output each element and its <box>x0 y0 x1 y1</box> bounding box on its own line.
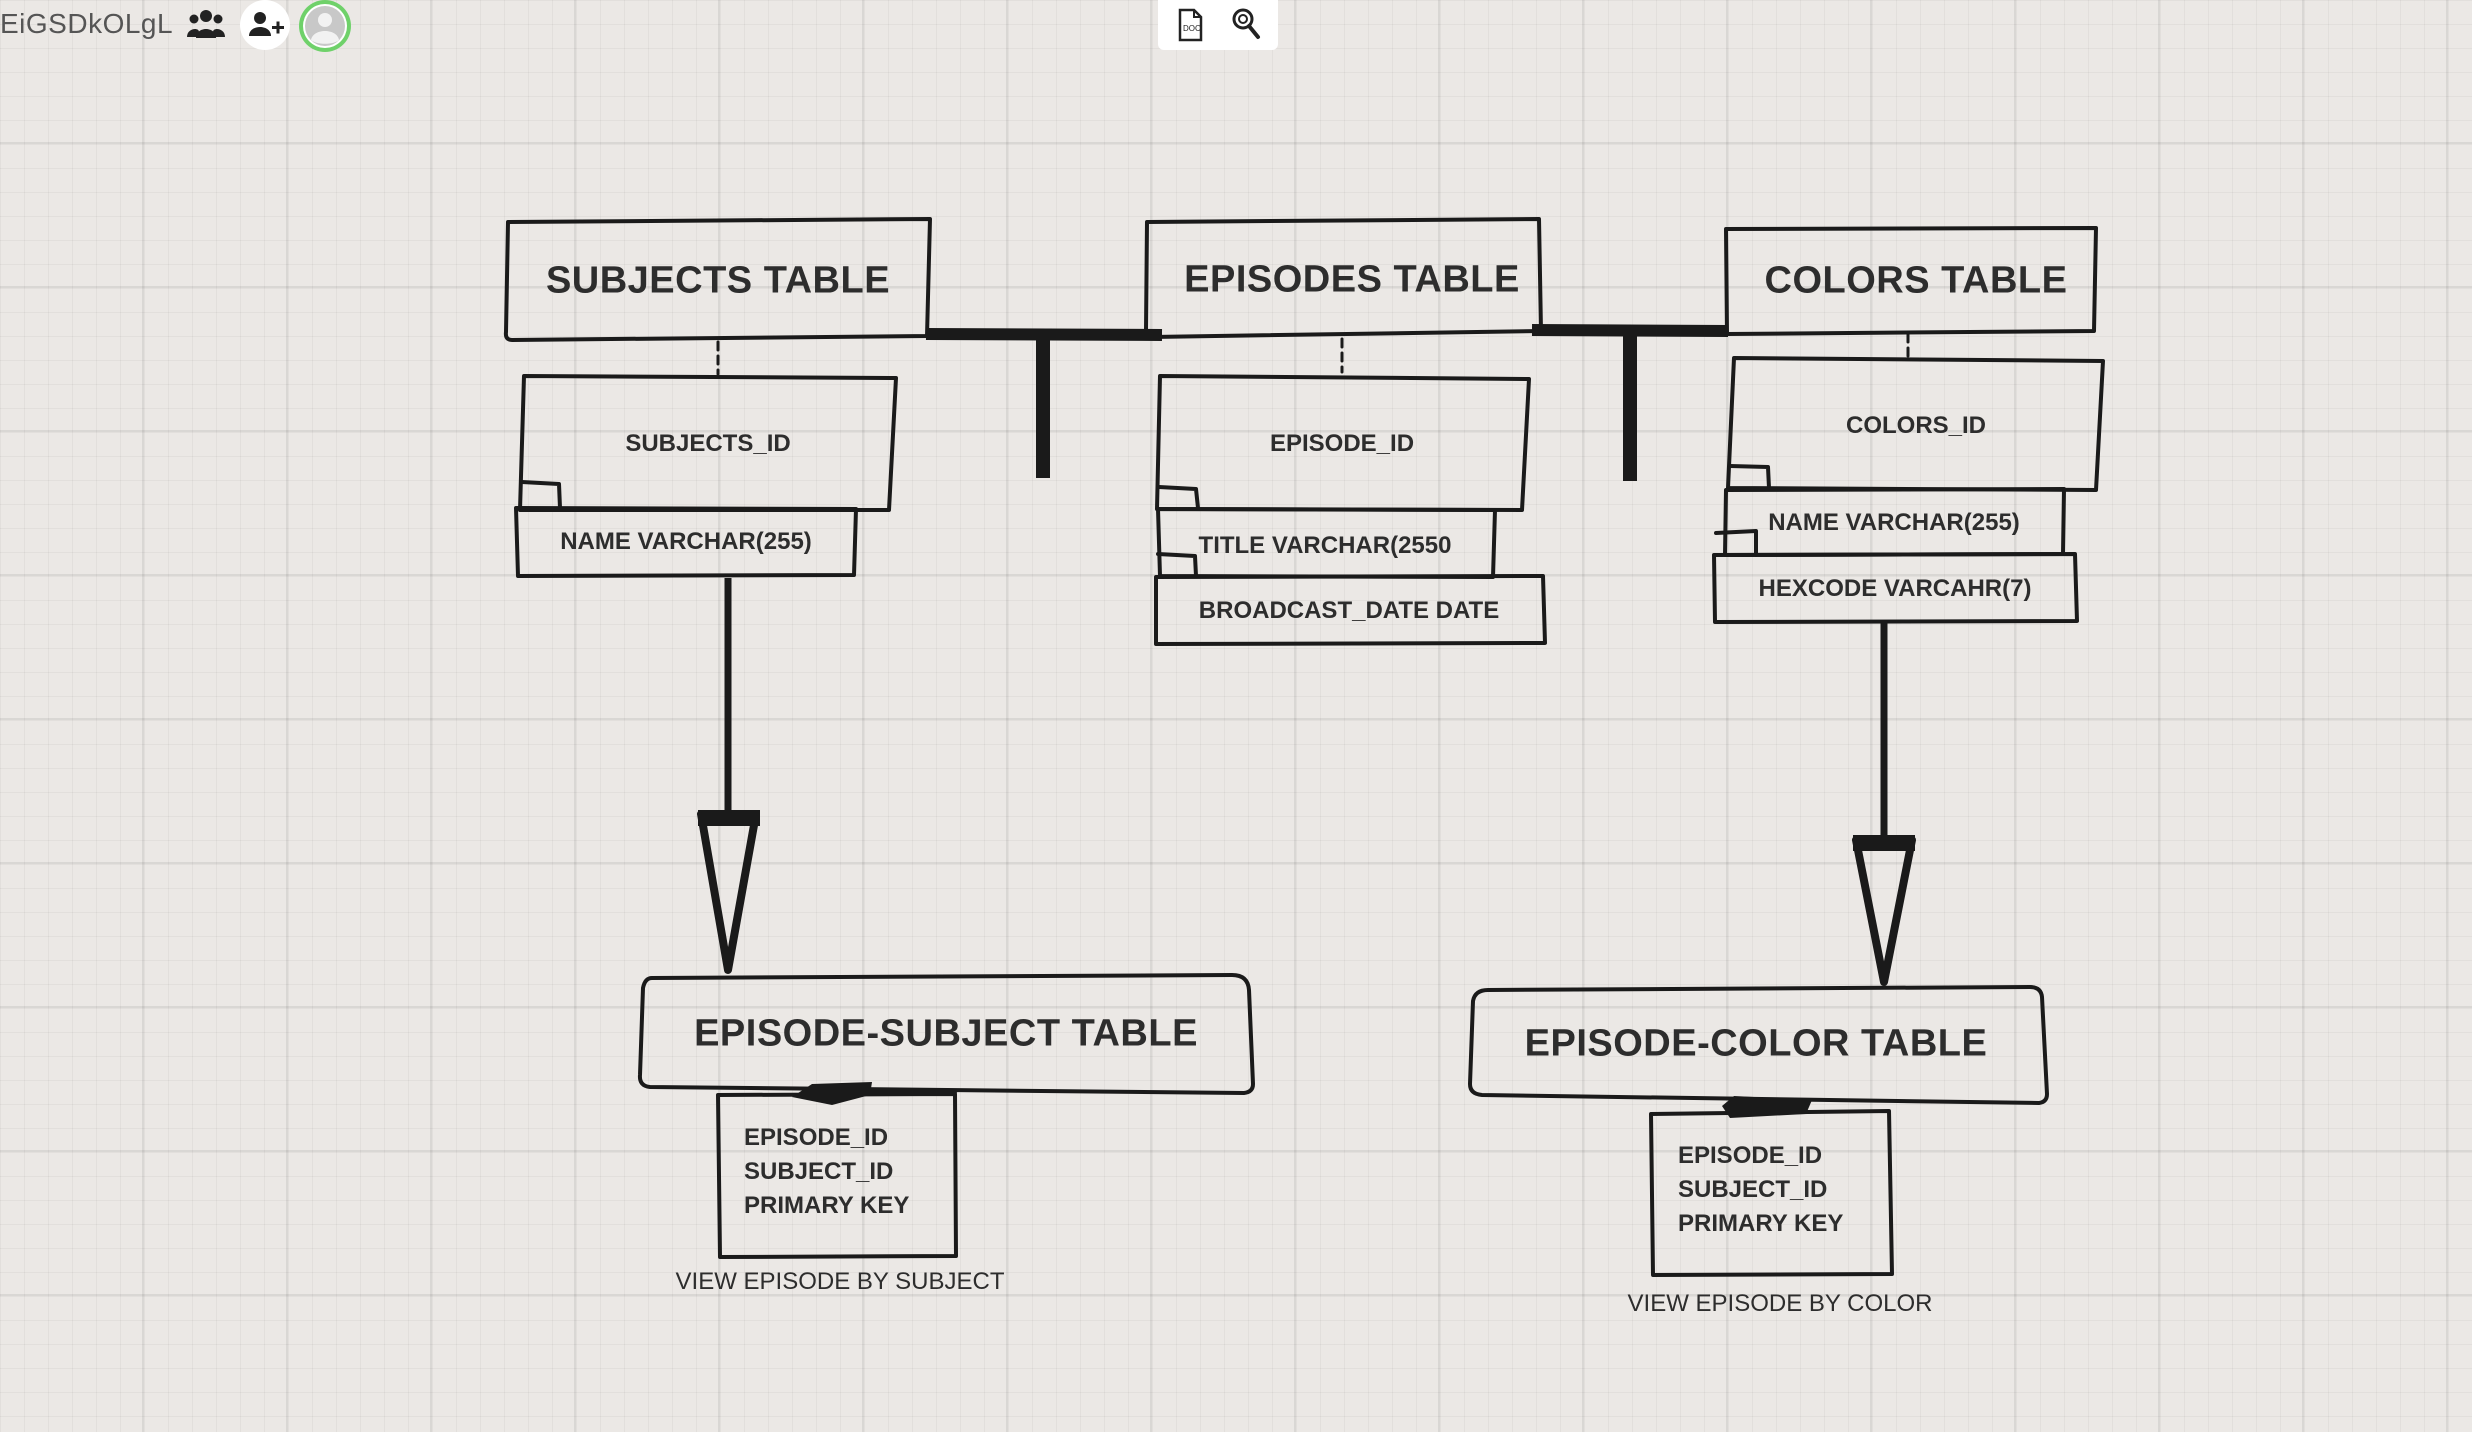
episodes-id-field: EPISODE_ID <box>1269 430 1415 457</box>
colors-hexcode-box[interactable] <box>1712 552 2079 624</box>
episode-subject-join-mark <box>792 1082 872 1105</box>
episode-color-field-subject-id: SUBJECT_ID <box>1678 1176 1828 1203</box>
subjects-table-title: SUBJECTS TABLE <box>545 259 891 302</box>
document-icon[interactable]: DOC <box>1174 8 1206 47</box>
colors-table-title: COLORS TABLE <box>1764 259 2068 302</box>
episodes-table-title: EPISODES TABLE <box>1184 258 1520 301</box>
episode-subject-field-subject-id: SUBJECT_ID <box>744 1158 894 1185</box>
subjects-key-tab <box>520 480 562 510</box>
episode-color-join-mark <box>1722 1096 1812 1118</box>
episode-subject-field-episode-id: EPISODE_ID <box>744 1124 889 1151</box>
tee-subjects-episodes-bar[interactable] <box>925 328 1163 341</box>
arrow-subjects-head <box>697 810 760 974</box>
add-user-icon[interactable] <box>240 0 290 55</box>
search-icon[interactable] <box>1230 6 1264 47</box>
episodes-date-box[interactable] <box>1154 574 1547 646</box>
episode-subject-field-primary-key: PRIMARY KEY <box>744 1192 910 1219</box>
episodes-id-box[interactable] <box>1155 374 1531 512</box>
users-icon[interactable] <box>186 6 226 47</box>
subjects-name-box[interactable] <box>514 506 858 578</box>
episode-subject-fields: EPISODE_ID SUBJECT_ID PRIMARY KEY <box>744 1121 909 1223</box>
subjects-title-box[interactable] <box>503 217 932 342</box>
subjects-id-box[interactable] <box>518 374 898 512</box>
toolbar: DOC <box>1158 0 1278 50</box>
colors-title-box[interactable] <box>1724 226 2098 336</box>
episodes-key-tab-1 <box>1157 485 1200 510</box>
episodes-title-field: TITLE VARCHAR(2550 <box>1198 532 1452 559</box>
episodes-broadcast-date-field: BROADCAST_DATE DATE <box>1198 597 1500 624</box>
tee-episodes-colors-bar[interactable] <box>1531 324 1729 337</box>
colors-name-field: NAME VARCHAR(255) <box>1768 509 2020 536</box>
colors-key-tab-2 <box>1714 529 1758 557</box>
subjects-name-field: NAME VARCHAR(255) <box>560 528 812 555</box>
episode-color-caption: VIEW EPISODE BY COLOR <box>1627 1290 1933 1317</box>
arrow-colors-head <box>1852 836 1916 986</box>
episode-color-field-primary-key: PRIMARY KEY <box>1678 1210 1844 1237</box>
svg-text:DOC: DOC <box>1183 24 1201 33</box>
colors-hexcode-field: HEXCODE VARCAHR(7) <box>1758 575 2032 602</box>
colors-id-field: COLORS_ID <box>1845 412 1987 439</box>
episode-color-fields: EPISODE_ID SUBJECT_ID PRIMARY KEY <box>1678 1139 1843 1241</box>
episode-color-table-title: EPISODE-COLOR TABLE <box>1524 1022 1988 1065</box>
episode-color-title-box[interactable] <box>1468 985 2049 1105</box>
episode-color-field-episode-id: EPISODE_ID <box>1678 1142 1823 1169</box>
board-id: EiGSDkOLgL <box>0 8 174 39</box>
colors-id-box[interactable] <box>1726 356 2105 492</box>
episode-subject-title-box[interactable] <box>637 973 1255 1095</box>
episode-subject-table-title: EPISODE-SUBJECT TABLE <box>694 1012 1198 1055</box>
episodes-key-tab-2 <box>1156 552 1198 578</box>
episode-color-fields-box[interactable] <box>1649 1109 1894 1277</box>
colors-key-tab-1 <box>1728 464 1771 490</box>
episode-subject-caption: VIEW EPISODE BY SUBJECT <box>675 1268 1005 1295</box>
avatar-icon[interactable] <box>296 0 354 63</box>
subjects-id-field: SUBJECTS_ID <box>625 430 791 457</box>
